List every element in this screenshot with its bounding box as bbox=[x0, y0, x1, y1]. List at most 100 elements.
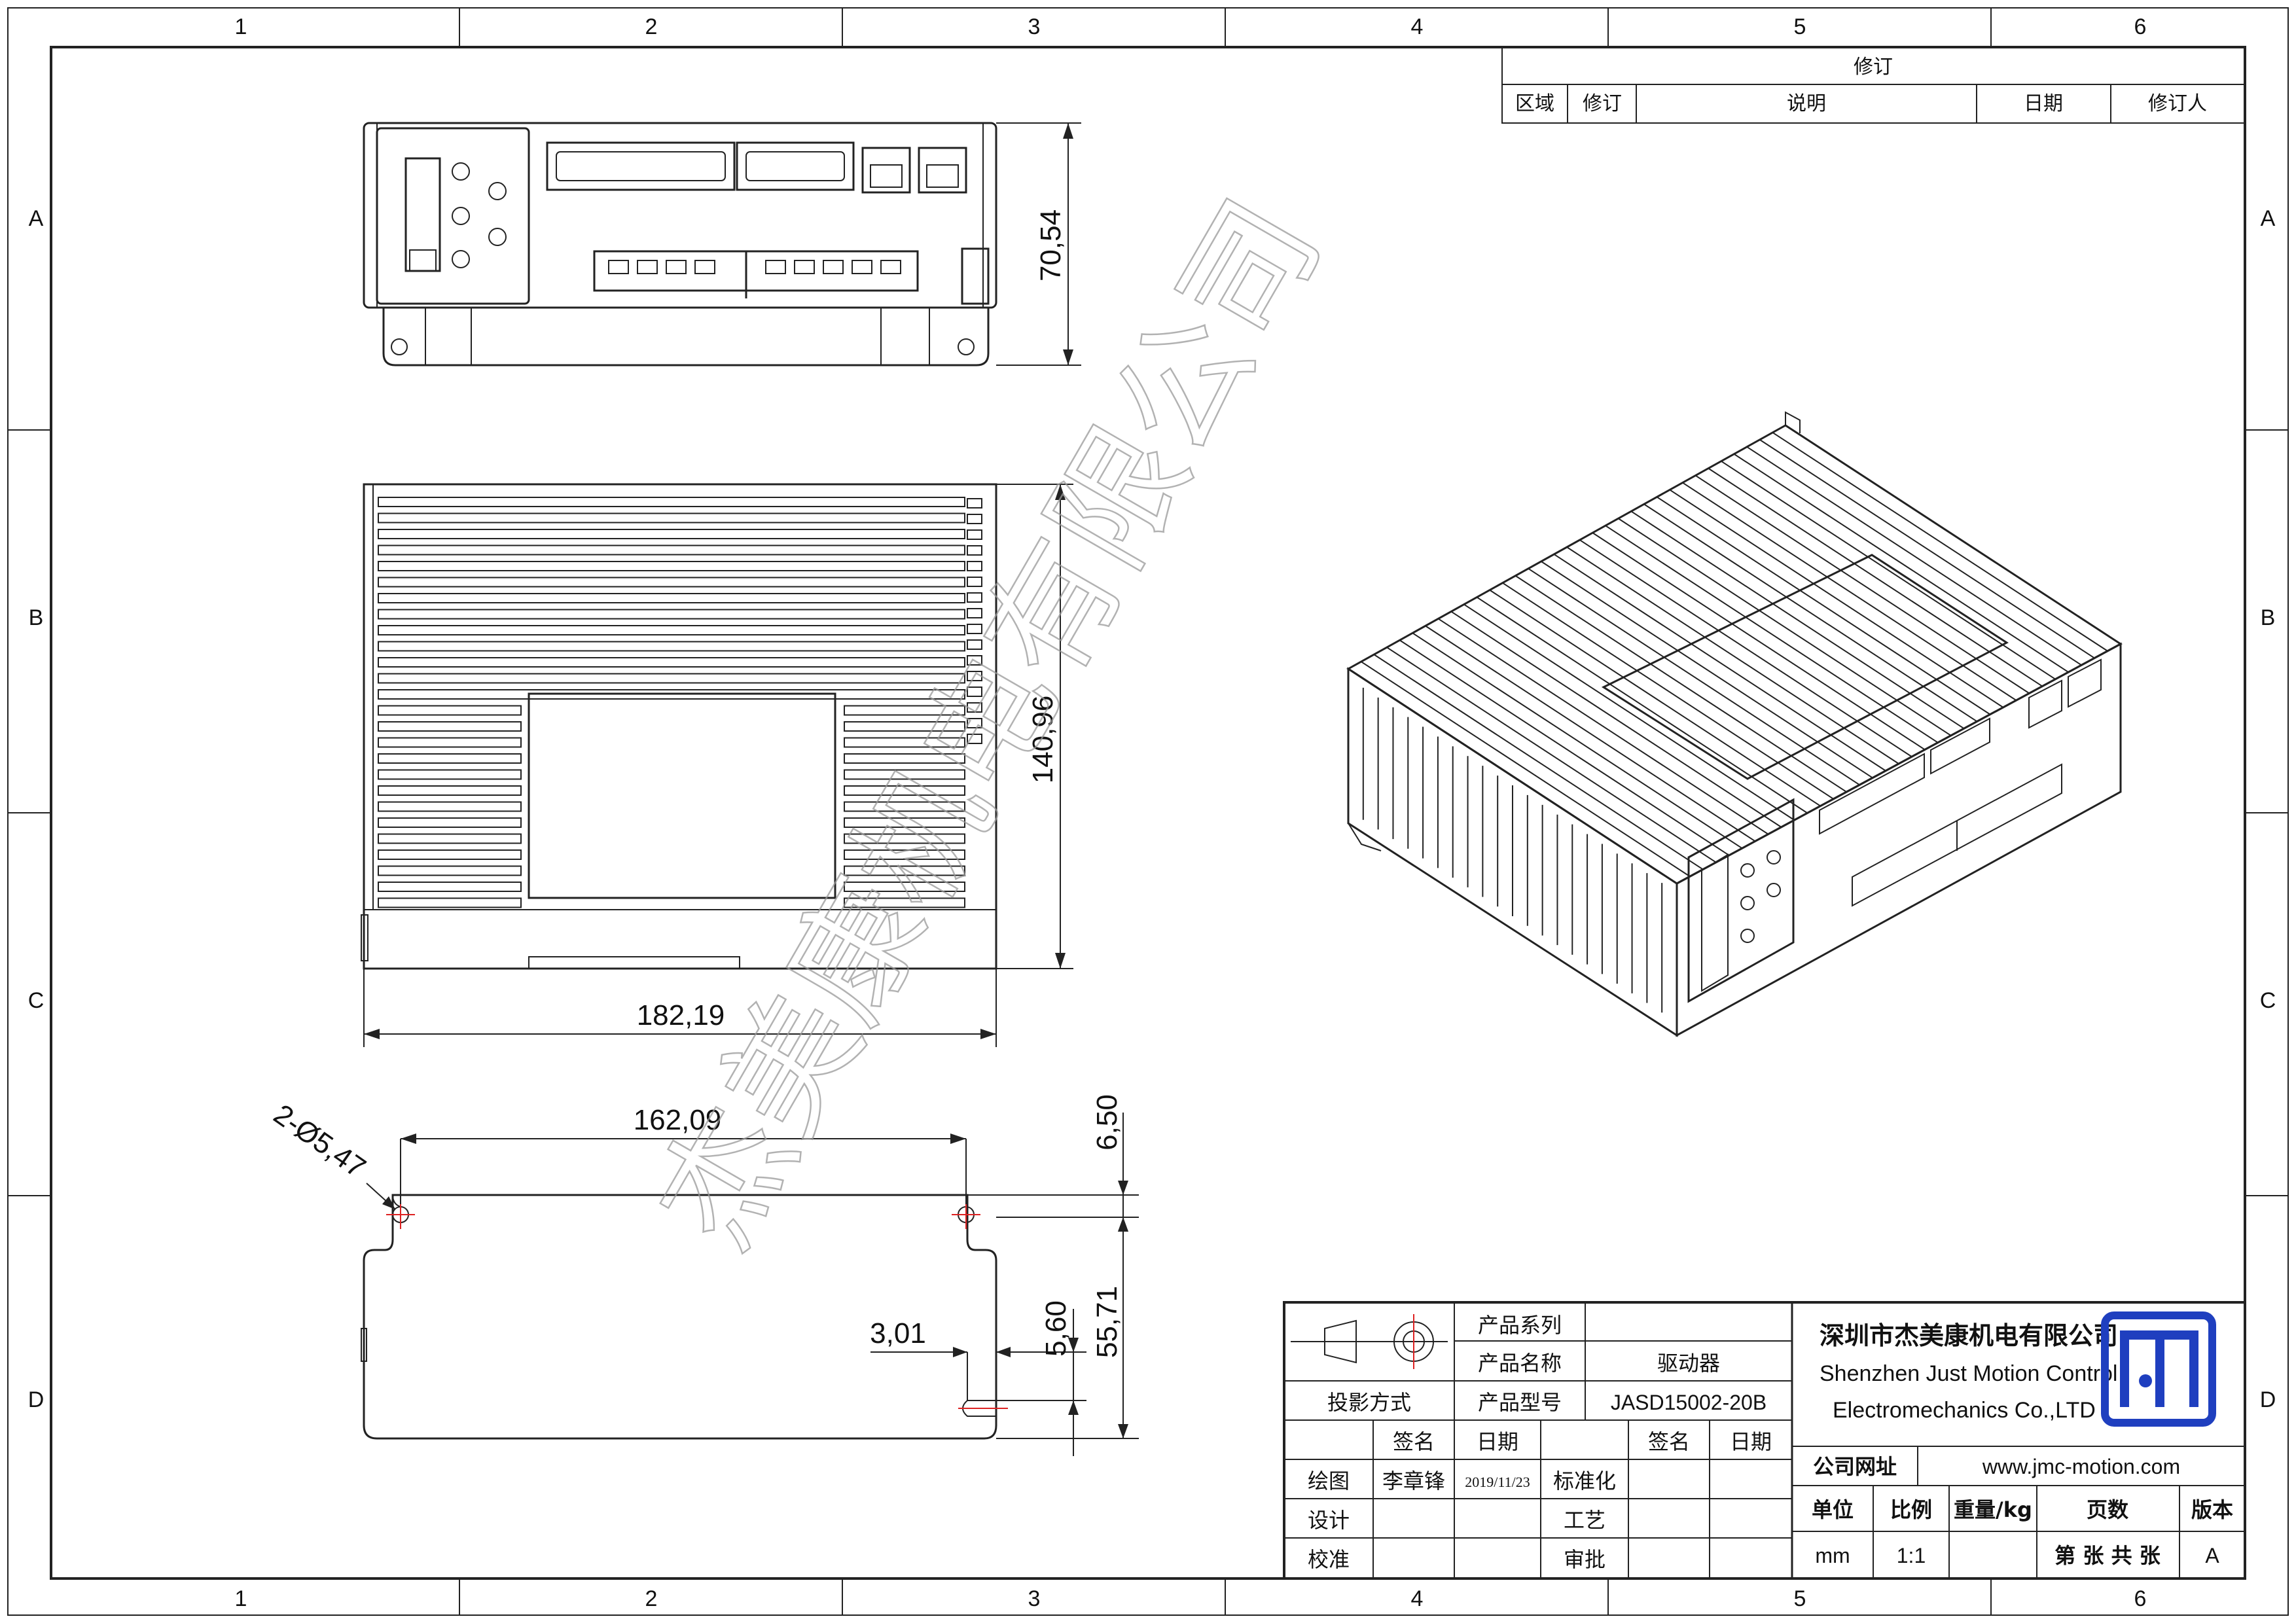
top-side-vents bbox=[967, 498, 982, 744]
company-name-en-2: Electromechanics Co.,LTD bbox=[1833, 1398, 2096, 1423]
iso-top-fin bbox=[1682, 482, 2017, 701]
top-view bbox=[361, 483, 997, 970]
iso-top-fin bbox=[1592, 532, 1926, 751]
zone-labels: 1 2 3 4 5 6 1 2 3 4 5 6 A B C D A B C D bbox=[28, 14, 2276, 1611]
top-fin bbox=[378, 641, 965, 652]
top-fin bbox=[844, 753, 965, 764]
label-unit: 单位 bbox=[1812, 1497, 1854, 1522]
dimension-slot-width: 3,01 bbox=[870, 1317, 1021, 1400]
rev-header-reviser: 修订人 bbox=[2148, 92, 2207, 115]
label-drawn: 绘图 bbox=[1308, 1469, 1350, 1493]
iso-label-area bbox=[1601, 554, 2009, 780]
top-fin bbox=[378, 689, 965, 700]
iso-top-fin bbox=[1528, 567, 1860, 786]
dimension-holes: 2-Ø5,47 bbox=[268, 1098, 396, 1210]
iso-top-fin bbox=[1618, 518, 1952, 736]
front-keypad-panel bbox=[376, 127, 530, 305]
company-logo-icon bbox=[2101, 1311, 2216, 1427]
top-fin bbox=[378, 577, 965, 588]
iso-top-fin bbox=[1361, 661, 1691, 878]
top-fin bbox=[378, 897, 522, 908]
value-drawn-by: 李章锋 bbox=[1382, 1469, 1445, 1493]
iso-top-fin bbox=[1489, 589, 1821, 807]
title-block: 产品系列 产品名称 产品型号 投影方式 驱动器 JASD15002-20B 签名… bbox=[1283, 1301, 2246, 1580]
top-fin bbox=[378, 625, 965, 635]
label-company-url: 公司网址 bbox=[1813, 1454, 1897, 1479]
top-fin bbox=[378, 849, 522, 860]
front-rj45-port-2 bbox=[918, 147, 967, 194]
dim-slot-width-text: 3,01 bbox=[870, 1317, 926, 1349]
top-fin bbox=[378, 737, 522, 748]
iso-front-face bbox=[1676, 642, 2122, 1037]
iso-top-fin bbox=[1695, 474, 2030, 694]
top-fin bbox=[844, 897, 965, 908]
iso-top-fin bbox=[1733, 453, 2069, 673]
top-fin bbox=[378, 609, 965, 620]
col-label-2-bottom: 2 bbox=[645, 1586, 658, 1611]
iso-top-face bbox=[1346, 424, 2123, 885]
iso-top-fin bbox=[1605, 525, 1939, 743]
label-check: 校准 bbox=[1308, 1547, 1350, 1572]
top-fin bbox=[378, 801, 522, 812]
dimension-slot-offset: 6,50 bbox=[967, 1094, 1139, 1232]
top-fin bbox=[378, 785, 522, 796]
top-fin bbox=[844, 785, 965, 796]
label-pages: 页数 bbox=[2087, 1497, 2129, 1522]
top-fin bbox=[844, 705, 965, 716]
iso-top-fin bbox=[1437, 618, 1769, 835]
mounting-plate-view bbox=[361, 1194, 1008, 1440]
label-product-model: 产品型号 bbox=[1478, 1390, 1562, 1415]
dim-hole-pitch-text: 162,09 bbox=[634, 1104, 722, 1136]
row-label-a: A bbox=[29, 206, 44, 231]
iso-top-fin bbox=[1669, 489, 2004, 708]
col-label-4: 4 bbox=[1411, 14, 1424, 39]
zone-dividers bbox=[8, 8, 2288, 1615]
dim-front-height-text: 70,54 bbox=[1035, 209, 1067, 281]
iso-top-fin bbox=[1746, 446, 2082, 666]
label-signature: 签名 bbox=[1393, 1429, 1435, 1454]
iso-top-fin bbox=[1502, 582, 1834, 800]
rev-header-date: 日期 bbox=[2024, 92, 2063, 115]
rev-header-revision: 修订 bbox=[1583, 92, 1622, 115]
iso-rj45-port-2 bbox=[2068, 658, 2102, 708]
dimension-base-height: 55,71 bbox=[996, 1217, 1139, 1439]
iso-terminal-block bbox=[1852, 763, 2062, 907]
front-connector-cn2 bbox=[736, 141, 855, 191]
iso-top-fin bbox=[1373, 654, 1704, 870]
col-label-1: 1 bbox=[235, 14, 247, 39]
revision-title: 修订 bbox=[1854, 56, 1893, 79]
label-approve: 审批 bbox=[1564, 1547, 1605, 1572]
top-side-slot bbox=[967, 561, 982, 571]
iso-top-fin bbox=[1450, 611, 1782, 828]
col-label-1-bottom: 1 bbox=[235, 1586, 247, 1611]
label-standardize: 标准化 bbox=[1553, 1469, 1616, 1493]
value-version: A bbox=[2205, 1544, 2219, 1567]
top-fin bbox=[378, 657, 965, 668]
iso-top-fin bbox=[1399, 639, 1730, 856]
iso-top-fin bbox=[1553, 554, 1886, 772]
label-scale: 比例 bbox=[1890, 1497, 1932, 1522]
top-fin bbox=[844, 865, 965, 876]
top-cooling-fins bbox=[378, 497, 965, 908]
dim-top-width-text: 182,19 bbox=[637, 999, 725, 1031]
iso-top-fin bbox=[1630, 510, 1965, 730]
col-label-5-bottom: 5 bbox=[1794, 1586, 1806, 1611]
iso-top-fin bbox=[1708, 467, 2043, 687]
iso-connector-cn1 bbox=[1819, 753, 1925, 835]
iso-top-fins bbox=[1361, 432, 2108, 878]
top-fin bbox=[844, 817, 965, 828]
dim-holes-text: 2-Ø5,47 bbox=[268, 1098, 371, 1184]
label-signature-2: 签名 bbox=[1648, 1429, 1690, 1454]
label-product-name: 产品名称 bbox=[1478, 1351, 1562, 1376]
dimension-top-depth: 140,96 bbox=[996, 484, 1073, 969]
iso-top-fin bbox=[1721, 460, 2056, 680]
label-date-2: 日期 bbox=[1730, 1429, 1772, 1454]
iso-top-fin bbox=[1541, 561, 1873, 779]
top-fin bbox=[844, 882, 965, 892]
front-view bbox=[363, 122, 997, 366]
value-drawn-date: 2019/11/23 bbox=[1465, 1474, 1530, 1490]
top-side-slot bbox=[967, 671, 982, 681]
col-label-6-bottom: 6 bbox=[2134, 1586, 2147, 1611]
rev-header-description: 说明 bbox=[1787, 92, 1826, 115]
